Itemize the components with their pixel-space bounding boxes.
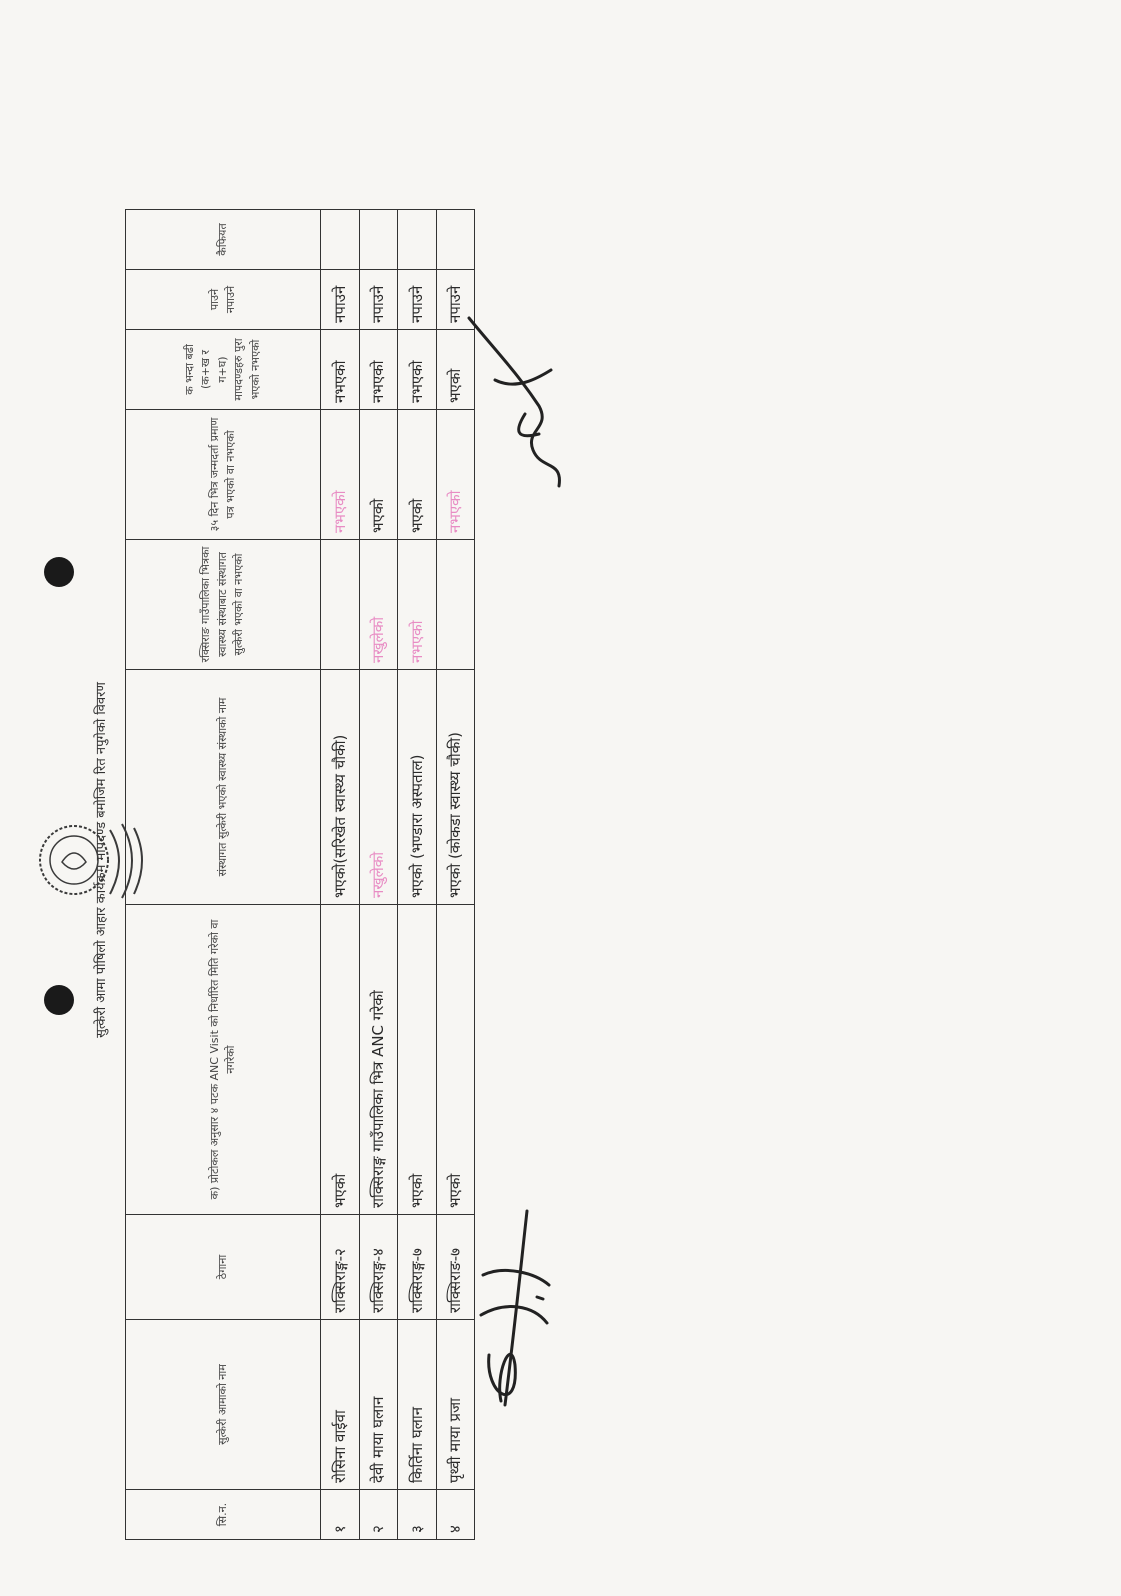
col-sn: सि.न. (125, 1489, 321, 1540)
table-row: २ देवी माया घलान राक्सिराङ्ग-४ राक्सिराङ… (359, 209, 398, 1540)
cell-sn: १ (320, 1489, 359, 1540)
col-criteria: क भन्दा बढी (क+ख र ग+घ) मापदण्डहरु पुरा … (125, 329, 321, 410)
cell-criteria: नभएको (359, 329, 398, 410)
col-remarks: कैफियत (125, 209, 321, 270)
cell-inside-palika (436, 539, 475, 670)
cell-name: पृथ्वी माया प्रजा (436, 1319, 475, 1490)
cell-anc: भएको (436, 904, 475, 1215)
col-birth-reg: ३५ दिन भित्र जन्मदर्ता प्रमाण पत्र भएको … (125, 409, 321, 540)
office-seal (39, 823, 143, 899)
cell-remarks (397, 209, 436, 270)
col-address: ठेगाना (125, 1214, 321, 1320)
col-name: सुत्केरी आमाको नाम (125, 1319, 321, 1490)
cell-address: राक्सिराङ्ग-४ (359, 1214, 398, 1320)
cell-criteria: नभएको (397, 329, 436, 410)
cell-name: देवी माया घलान (359, 1319, 398, 1490)
cell-inside-palika: नभएको (397, 539, 436, 670)
signature-right (467, 316, 561, 488)
col-eligibility: पाउने नपाउने (125, 269, 321, 330)
cell-criteria: नभएको (320, 329, 359, 410)
cell-birth-reg: भएको (359, 409, 398, 540)
cell-address: राक्सिराङ्ग-७ (397, 1214, 436, 1320)
cell-eligibility: नपाउने (320, 269, 359, 330)
cell-sn: ४ (436, 1489, 475, 1540)
cell-institution: नखुलेको (359, 669, 398, 905)
cell-anc: भएको (320, 904, 359, 1215)
cell-sn: २ (359, 1489, 398, 1540)
cell-anc: भएको (397, 904, 436, 1215)
cell-institution: भएको(सरिखेत स्वास्थ्य चौकी) (320, 669, 359, 905)
punch-hole-bottom (44, 985, 74, 1015)
cell-name: किर्तिना घलान (397, 1319, 436, 1490)
cell-birth-reg: भएको (397, 409, 436, 540)
eligibility-table: सि.न. सुत्केरी आमाको नाम ठेगाना क) प्रोट… (125, 209, 475, 1540)
cell-sn: ३ (397, 1489, 436, 1540)
cell-address: राक्सिराङ्ग-२ (320, 1214, 359, 1320)
col-inside-palika: रक्सिराङ गाउँपालिका भित्रका स्वास्थ्य सं… (125, 539, 321, 670)
cell-remarks (436, 209, 475, 270)
cell-remarks (359, 209, 398, 270)
cell-remarks (320, 209, 359, 270)
col-anc: क) प्रोटोकल अनुसार ४ पटक ANC Visit को नि… (125, 904, 321, 1215)
punch-hole-top (44, 557, 74, 587)
cell-institution: भएको (कोकडा स्वास्थ्य चौकी) (436, 669, 475, 905)
cell-inside-palika (320, 539, 359, 670)
cell-birth-reg: नभएको (320, 409, 359, 540)
cell-name: रोसिना वाईवा (320, 1319, 359, 1490)
table-row: १ रोसिना वाईवा राक्सिराङ्ग-२ भएको भएको(स… (320, 209, 359, 1540)
cell-inside-palika: नखुलेको (359, 539, 398, 670)
table-row: ३ किर्तिना घलान राक्सिराङ्ग-७ भएको भएको … (397, 209, 436, 1540)
signature-left (479, 1209, 551, 1407)
cell-anc: राक्सिराङ्ग गाउँपालिका भित्र ANC गरेको (359, 904, 398, 1215)
cell-institution: भएको (भण्डारा अस्पताल) (397, 669, 436, 905)
cell-address: राक्सिराङ-७ (436, 1214, 475, 1320)
cell-eligibility: नपाउने (397, 269, 436, 330)
cell-eligibility: नपाउने (359, 269, 398, 330)
